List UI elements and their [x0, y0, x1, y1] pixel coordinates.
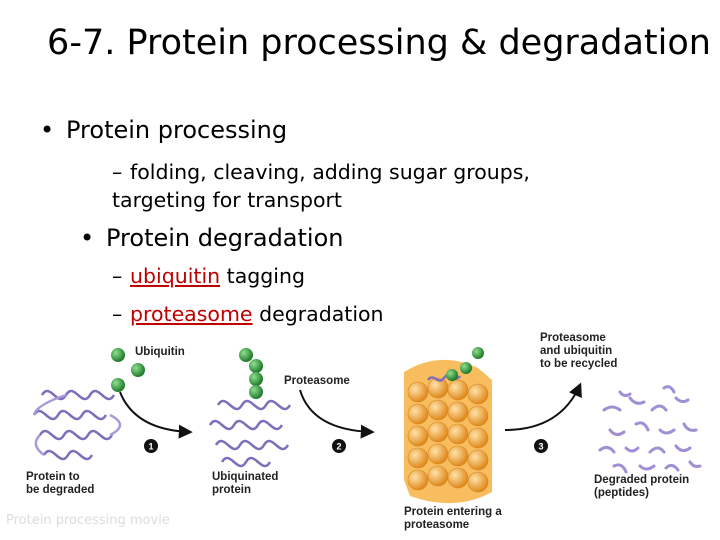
degraded-protein-label: Degraded protein (peptides) — [594, 474, 690, 499]
ubiquitin-chain-icon — [239, 348, 263, 399]
bullet-protein-processing: •Protein processing — [40, 116, 288, 144]
ubiquitin-link[interactable]: ubiquitin — [130, 264, 221, 288]
protein-processing-movie-link[interactable]: Protein processing movie — [6, 513, 170, 528]
ubiquitin-icon — [111, 348, 145, 392]
peptides-icon — [598, 385, 702, 474]
step-2-arrow — [299, 389, 375, 439]
step-1-number: 1 — [148, 442, 153, 452]
proteasome-label: Proteasome — [284, 375, 350, 387]
ubiquinated-protein-label: Ubiquinated protein — [212, 471, 279, 496]
step-3-badge — [534, 439, 548, 453]
step-1-badge — [144, 439, 158, 453]
sub-bullet-proteasome: –proteasome degradation — [112, 302, 384, 326]
bullet-label: Protein degradation — [106, 224, 344, 252]
step-1-arrow — [119, 391, 193, 439]
sub-bullet-processing-steps: –folding, cleaving, adding sugar groups,… — [112, 160, 530, 212]
sub-bullet-text: folding, cleaving, adding sugar groups, … — [112, 160, 530, 212]
proteasome-link[interactable]: proteasome — [130, 302, 253, 326]
protein-coil-icon — [32, 389, 122, 461]
protein-to-be-degraded-label: Protein to be degraded — [26, 471, 95, 496]
ubiquitin-label: Ubiquitin — [135, 346, 185, 358]
step-2-number: 2 — [336, 442, 341, 452]
recycled-label: Proteasome and ubiquitin to be recycled — [540, 332, 618, 370]
step-3-number: 3 — [538, 442, 543, 452]
ubiquinated-protein-icon — [208, 399, 292, 468]
proteasome-icon — [404, 347, 492, 504]
step-3-arrow — [504, 382, 582, 431]
sub-bullet-ubiquitin: –ubiquitin tagging — [112, 264, 305, 288]
protein-entering-label: Protein entering a proteasome — [404, 506, 502, 531]
slide-title: 6-7. Protein processing & degradation — [47, 23, 711, 63]
step-2-badge — [332, 439, 346, 453]
bullet-label: Protein processing — [66, 116, 288, 144]
bullet-protein-degradation: •Protein degradation — [80, 224, 344, 252]
